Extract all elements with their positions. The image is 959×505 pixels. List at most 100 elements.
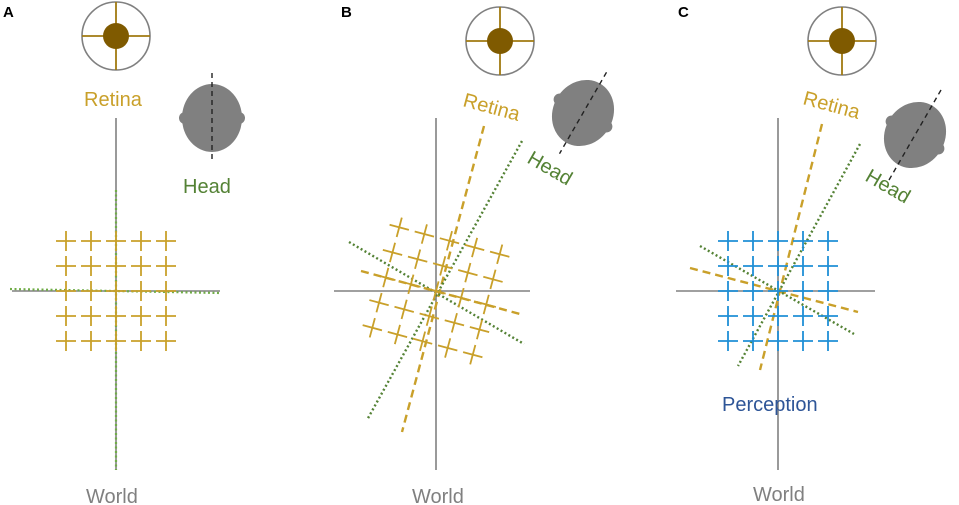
plus-cross-icon bbox=[437, 338, 458, 358]
head-label: Head bbox=[862, 165, 914, 208]
plus-cross-icon bbox=[718, 231, 738, 251]
panel-b: B Retina Head World bbox=[334, 4, 615, 505]
perception-cross-grid bbox=[718, 231, 838, 351]
plus-cross-icon bbox=[718, 256, 738, 276]
plus-cross-icon bbox=[793, 331, 813, 351]
plus-cross-icon bbox=[483, 269, 503, 290]
plus-cross-icon bbox=[743, 231, 763, 251]
plus-cross-icon bbox=[718, 306, 738, 326]
plus-cross-icon bbox=[387, 324, 408, 345]
plus-cross-icon bbox=[743, 256, 763, 276]
head-label: Head bbox=[524, 147, 576, 190]
plus-cross-icon bbox=[793, 306, 813, 326]
plus-cross-icon bbox=[432, 255, 453, 276]
plus-cross-icon bbox=[131, 256, 151, 276]
plus-cross-icon bbox=[375, 267, 396, 288]
plus-cross-icon bbox=[412, 331, 433, 352]
plus-cross-icon bbox=[369, 292, 389, 313]
retina-label: Retina bbox=[461, 90, 523, 126]
plus-cross-icon bbox=[407, 249, 428, 270]
retina-cross-grid bbox=[56, 231, 176, 351]
head-top-view-icon bbox=[883, 89, 947, 181]
plus-cross-icon bbox=[56, 331, 76, 351]
plus-cross-icon bbox=[489, 244, 510, 265]
plus-cross-icon bbox=[414, 224, 435, 244]
retina-cross-grid bbox=[362, 217, 510, 365]
plus-cross-icon bbox=[106, 231, 126, 251]
plus-cross-icon bbox=[81, 281, 101, 301]
world-label: World bbox=[86, 486, 138, 505]
plus-cross-icon bbox=[793, 281, 813, 301]
plus-cross-icon bbox=[426, 281, 446, 301]
eye-diagram-icon bbox=[465, 6, 535, 76]
panel-c: C Retina Head Perception World bbox=[676, 4, 947, 505]
panel-letter-c: C bbox=[678, 4, 689, 21]
plus-cross-icon bbox=[793, 231, 813, 251]
plus-cross-icon bbox=[156, 306, 176, 326]
eye-diagram-icon bbox=[807, 6, 877, 76]
retina-vertical-axis bbox=[758, 123, 824, 371]
plus-cross-icon bbox=[768, 256, 788, 276]
plus-cross-icon bbox=[81, 256, 101, 276]
plus-cross-icon bbox=[743, 281, 763, 301]
plus-cross-icon bbox=[382, 242, 403, 263]
panel-letter-b: B bbox=[341, 4, 352, 21]
plus-cross-icon bbox=[457, 262, 478, 283]
plus-cross-icon bbox=[131, 331, 151, 351]
head-top-view-icon bbox=[179, 73, 245, 163]
plus-cross-icon bbox=[476, 294, 497, 315]
plus-cross-icon bbox=[106, 306, 126, 326]
world-label: World bbox=[412, 486, 464, 505]
plus-cross-icon bbox=[131, 306, 151, 326]
world-label: World bbox=[753, 484, 805, 505]
plus-cross-icon bbox=[156, 231, 176, 251]
plus-cross-icon bbox=[400, 274, 421, 295]
retina-horizontal-axis bbox=[689, 266, 859, 314]
plus-cross-icon bbox=[818, 281, 838, 301]
plus-cross-icon bbox=[818, 306, 838, 326]
plus-cross-icon bbox=[743, 331, 763, 351]
plus-cross-icon bbox=[743, 306, 763, 326]
plus-cross-icon bbox=[469, 319, 490, 340]
plus-cross-icon bbox=[768, 306, 788, 326]
plus-cross-icon bbox=[419, 306, 440, 327]
plus-cross-icon bbox=[818, 331, 838, 351]
plus-cross-icon bbox=[56, 281, 76, 301]
plus-cross-icon bbox=[81, 306, 101, 326]
plus-cross-icon bbox=[56, 231, 76, 251]
plus-cross-icon bbox=[439, 230, 460, 251]
retina-label: Retina bbox=[801, 88, 863, 124]
head-horizontal-axis bbox=[699, 244, 855, 336]
plus-cross-icon bbox=[106, 256, 126, 276]
plus-cross-icon bbox=[81, 331, 101, 351]
plus-cross-icon bbox=[768, 331, 788, 351]
plus-cross-icon bbox=[444, 312, 465, 333]
plus-cross-icon bbox=[131, 231, 151, 251]
retina-label: Retina bbox=[84, 89, 143, 111]
head-vertical-axis bbox=[365, 140, 524, 421]
panel-letter-a: A bbox=[3, 4, 14, 21]
plus-cross-icon bbox=[451, 287, 472, 308]
plus-cross-icon bbox=[156, 256, 176, 276]
plus-cross-icon bbox=[106, 281, 126, 301]
head-top-view-icon bbox=[551, 71, 615, 155]
head-label: Head bbox=[183, 176, 231, 198]
plus-cross-icon bbox=[464, 237, 485, 258]
head-vertical-axis bbox=[736, 143, 862, 367]
plus-cross-icon bbox=[81, 231, 101, 251]
plus-cross-icon bbox=[106, 331, 126, 351]
plus-cross-icon bbox=[818, 256, 838, 276]
plus-cross-icon bbox=[718, 331, 738, 351]
plus-cross-icon bbox=[389, 217, 410, 238]
plus-cross-icon bbox=[156, 331, 176, 351]
perception-label: Perception bbox=[722, 394, 818, 416]
plus-cross-icon bbox=[718, 281, 738, 301]
eye-diagram-icon bbox=[81, 1, 151, 71]
plus-cross-icon bbox=[362, 317, 383, 338]
plus-cross-icon bbox=[156, 281, 176, 301]
plus-cross-icon bbox=[768, 231, 788, 251]
plus-cross-icon bbox=[56, 306, 76, 326]
plus-cross-icon bbox=[793, 256, 813, 276]
panel-a: A Retina Head World bbox=[3, 1, 245, 505]
